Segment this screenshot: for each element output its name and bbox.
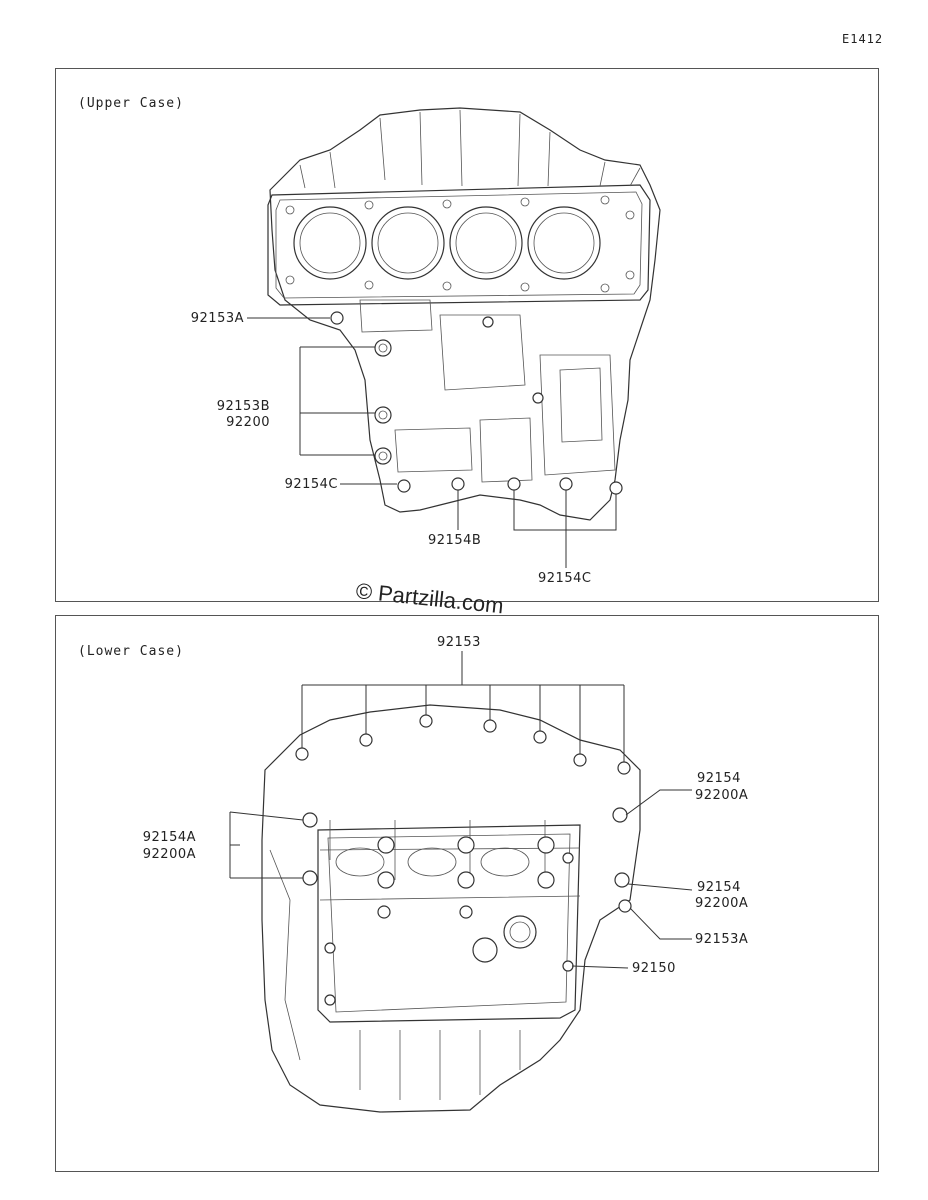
label-92154A: 92154A <box>142 830 196 845</box>
upper-crankcase-illustration <box>247 107 661 568</box>
label-92153A-upper: 92153A <box>190 311 244 326</box>
label-92154-right-2: 92154 <box>697 880 741 895</box>
upper-case-panel <box>55 68 879 602</box>
diagram-ref: E1412 <box>842 32 884 46</box>
label-92200-upper: 92200 <box>226 415 270 430</box>
label-92154C-left: 92154C <box>284 477 338 492</box>
label-92200A-right-2: 92200A <box>695 896 749 911</box>
label-92154-right-1: 92154 <box>697 771 741 786</box>
lower-crankcase-illustration <box>229 651 693 1113</box>
label-92153-top: 92153 <box>437 635 481 650</box>
upper-case-title: (Upper Case) <box>78 96 184 111</box>
label-92200A-right-1: 92200A <box>695 788 749 803</box>
lower-case-panel <box>55 615 879 1172</box>
label-92150: 92150 <box>632 961 676 976</box>
label-92153B: 92153B <box>216 399 270 414</box>
lower-case-title: (Lower Case) <box>78 644 184 659</box>
label-92154B: 92154B <box>428 533 482 548</box>
label-92200A-left: 92200A <box>142 847 196 862</box>
label-92154C-bottom: 92154C <box>538 571 592 586</box>
label-92153A-lower: 92153A <box>695 932 749 947</box>
